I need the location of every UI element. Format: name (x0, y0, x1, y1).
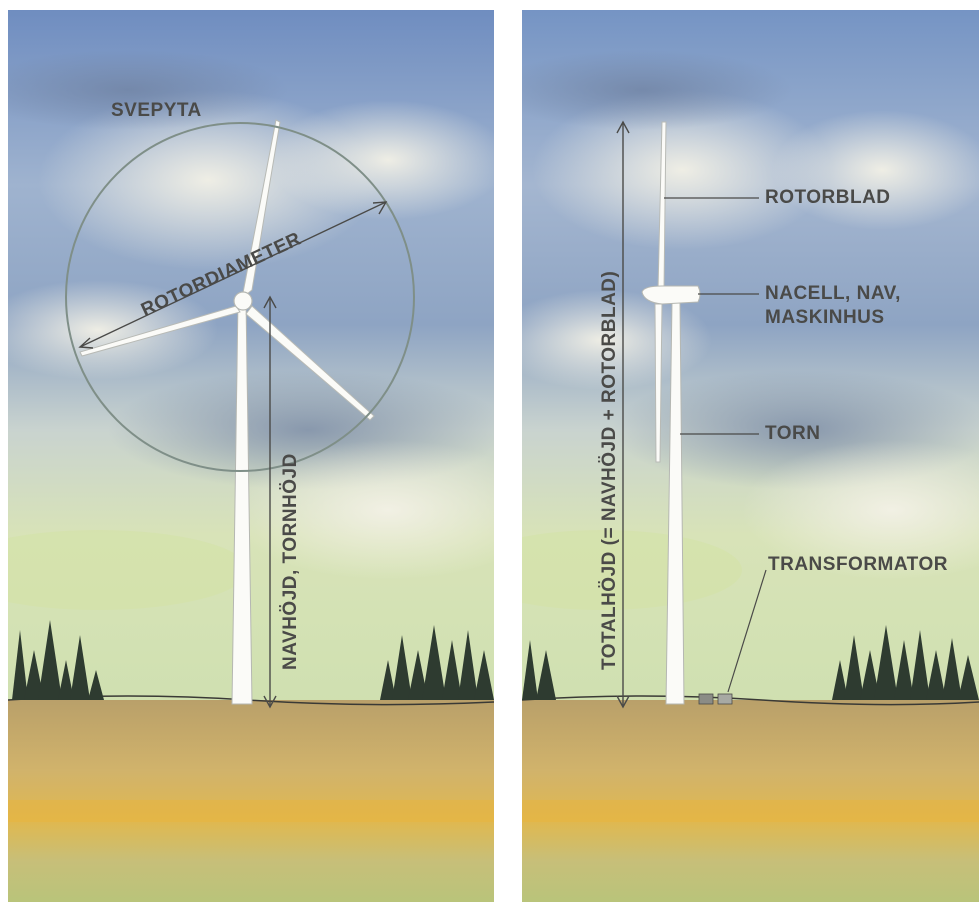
arrow-head (616, 695, 630, 709)
field-band (522, 800, 979, 822)
tree-group-right (380, 625, 494, 700)
right-panel: TOTALHÖJD (= NAVHÖJD + ROTORBLAD) ROTORB… (522, 10, 979, 902)
nacelle (641, 285, 701, 305)
left-panel: SVEPYTA ROTORDIAMETER NAVHÖJD, TORNHÖJD (8, 10, 494, 902)
tree-group-left (522, 640, 556, 700)
cloud (522, 50, 792, 130)
right-illustration (522, 10, 979, 902)
cloud (8, 50, 288, 130)
cloud (8, 530, 248, 610)
arrow-head (372, 201, 388, 215)
rotor-blade-label: ROTORBLAD (765, 187, 891, 208)
arrow-head (616, 120, 630, 134)
swept-area-circle (65, 122, 415, 472)
tree-group-right (832, 625, 979, 700)
horizon-line (522, 695, 979, 706)
left-illustration (8, 10, 494, 902)
cloud (742, 440, 979, 580)
leader-line (727, 569, 767, 693)
cloud (228, 440, 494, 580)
rotor-diameter-arrow (79, 201, 387, 348)
cloud (532, 90, 832, 250)
rotor-blade (241, 119, 281, 300)
rotor-blade (79, 305, 241, 357)
cloud (268, 100, 494, 220)
arrow-head (263, 695, 277, 709)
swept-area-label: SVEPYTA (111, 100, 202, 121)
tower-label: TORN (765, 423, 821, 444)
nacelle-label-line1: NACELL, NAV, (765, 283, 901, 304)
nacelle-label-line2: MASKINHUS (765, 307, 885, 328)
arrow-head (263, 295, 277, 309)
hub-height-label: NAVHÖJD, TORNHÖJD (280, 453, 301, 670)
tree-group-left (12, 620, 104, 700)
field-band (8, 800, 494, 822)
rotor-blade (245, 305, 375, 421)
transformer (698, 693, 714, 705)
transformer-label: TRANSFORMATOR (768, 554, 948, 575)
cloud (8, 280, 218, 380)
arrow-head (78, 337, 94, 349)
cloud (522, 530, 742, 610)
hub (233, 291, 253, 311)
cloud (772, 110, 979, 230)
cloud (522, 290, 712, 390)
total-height-label: TOTALHÖJD (= NAVHÖJD + ROTORBLAD) (599, 270, 620, 670)
transformer (717, 693, 733, 705)
